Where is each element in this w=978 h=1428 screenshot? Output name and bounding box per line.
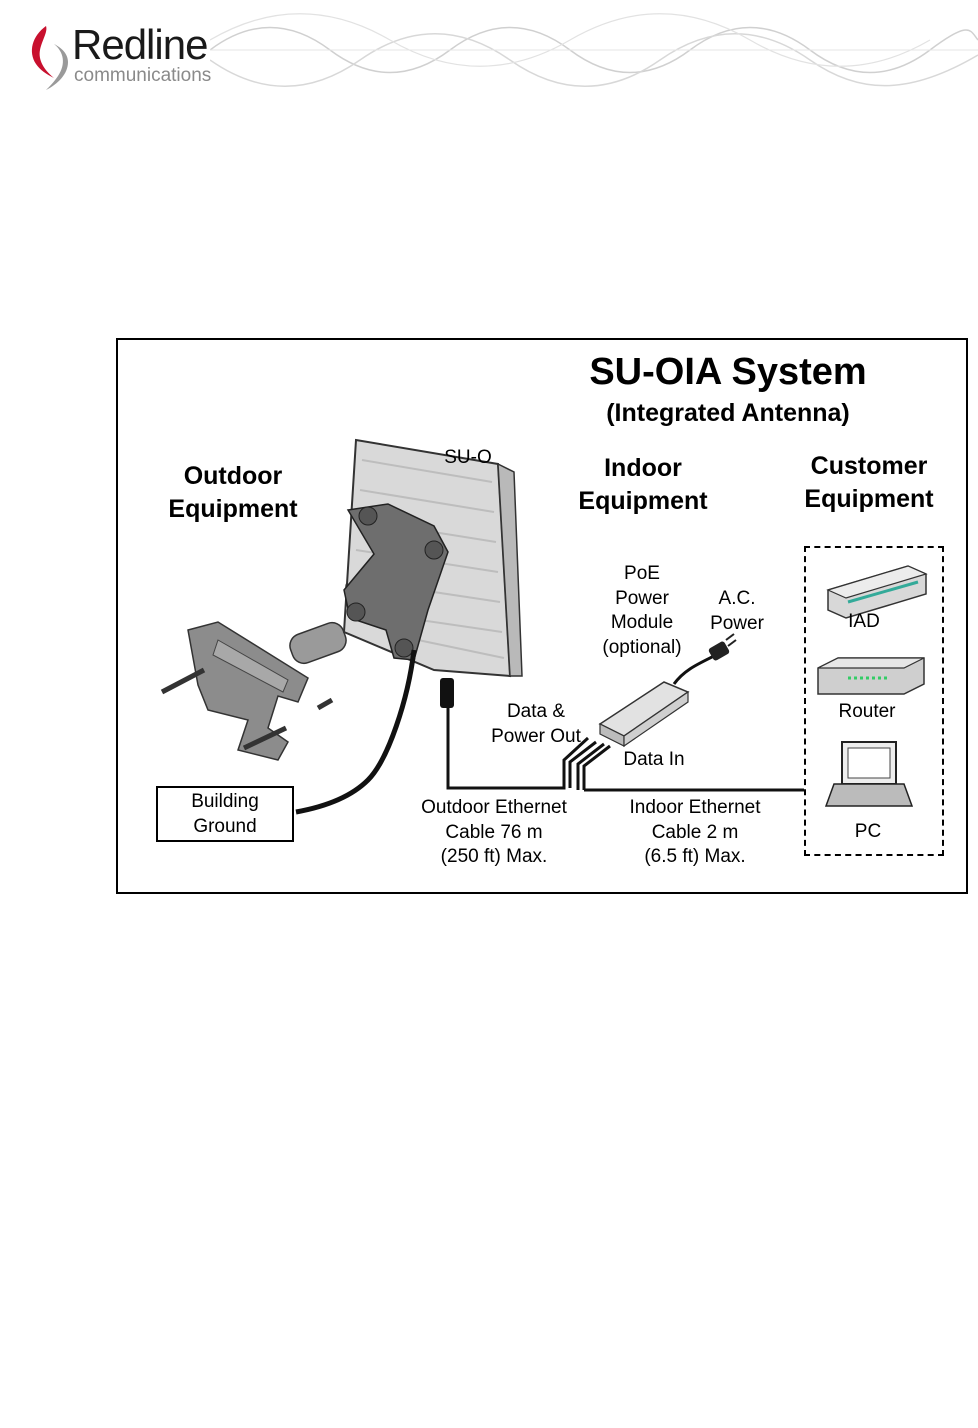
ground-cable [296, 650, 414, 812]
diagram-title: SU-OIA System [558, 350, 898, 396]
indoor-ethernet-cable-label: Indoor Ethernet Cable 2 m (6.5 ft) Max. [614, 796, 776, 870]
diagram-subtitle: (Integrated Antenna) [558, 398, 898, 428]
brand-tagline: communications [74, 66, 211, 85]
su-o-label: SU-O [438, 446, 498, 471]
su-o-radio-unit-icon [344, 440, 522, 708]
iad-label: IAD [834, 610, 894, 635]
poe-power-module-icon [600, 682, 688, 746]
router-label: Router [824, 700, 910, 725]
su-oia-system-diagram: SU-OIA System (Integrated Antenna) Outdo… [116, 338, 968, 894]
outdoor-ethernet-cable-label: Outdoor Ethernet Cable 76 m (250 ft) Max… [408, 796, 580, 870]
brand-name: Redline [72, 24, 207, 66]
poe-module-label: PoE Power Module (optional) [590, 562, 694, 661]
building-ground-box: Building Ground [156, 786, 294, 842]
redline-logo-icon [24, 22, 74, 92]
pc-label: PC [838, 820, 898, 845]
indoor-ethernet-cable [578, 744, 604, 790]
data-power-out-label: Data & Power Out [482, 700, 590, 749]
page-header: Redline communications [0, 0, 978, 110]
indoor-equipment-heading: Indoor Equipment [558, 452, 728, 517]
customer-equipment-heading: Customer Equipment [784, 450, 954, 515]
header-wave-decoration [210, 0, 978, 110]
building-ground-label: Building Ground [158, 790, 292, 839]
ac-power-label: A.C. Power [700, 587, 774, 636]
data-in-label: Data In [618, 748, 690, 773]
outdoor-equipment-heading: Outdoor Equipment [148, 460, 318, 525]
